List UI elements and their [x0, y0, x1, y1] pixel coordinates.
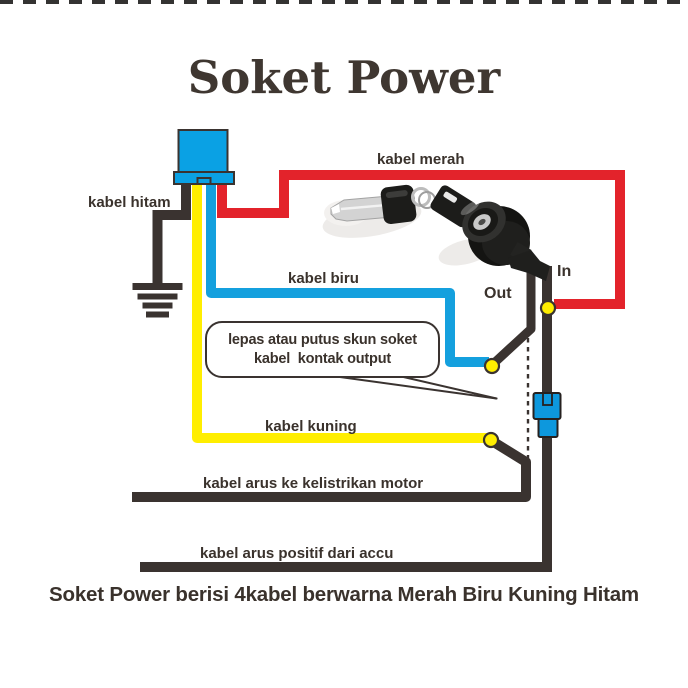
switch-in-wire-to-accu	[140, 266, 552, 572]
kabel-hitam-wire	[152, 182, 191, 284]
label-kabel-biru: kabel biru	[288, 270, 359, 287]
label-out: Out	[484, 285, 512, 302]
switch-terminal	[508, 241, 550, 281]
socket-body	[177, 129, 229, 174]
callout-tail	[339, 374, 498, 400]
label-accu-wire: kabel arus positif dari accu	[200, 545, 394, 562]
torn-top-edge	[0, 0, 688, 4]
motor-current-wire	[132, 436, 531, 502]
callout-line-1: lepas atau putus skun soket	[228, 331, 417, 348]
label-motor-wire: kabel arus ke kelistrikan motor	[203, 475, 424, 492]
ground-symbol	[132, 283, 183, 318]
junction-dot-merah-in	[539, 299, 557, 317]
barrel-glare	[460, 200, 480, 216]
key-blade	[330, 195, 393, 222]
inline-connector	[532, 392, 562, 438]
kabel-kuning-wire	[192, 182, 489, 443]
label-kabel-hitam: kabel hitam	[88, 194, 171, 211]
callout-bubble: lepas atau putus skun soket kabel kontak…	[205, 321, 440, 378]
junction-dot-kuning-motor	[482, 431, 500, 449]
kabel-biru-wire	[206, 182, 489, 367]
socket-latch-notch	[196, 177, 212, 185]
junction-dot-out-biru	[483, 357, 501, 375]
page-title: Soket Power	[187, 51, 501, 104]
key-head	[380, 184, 417, 225]
label-kabel-kuning: kabel kuning	[265, 418, 357, 435]
label-in: In	[557, 263, 572, 280]
kabel-merah-wire	[217, 170, 625, 309]
label-kabel-merah: kabel merah	[377, 151, 465, 168]
callout-line-2: kabel kontak output	[254, 350, 391, 367]
power-socket-connector	[173, 129, 235, 185]
switch-out-wire	[489, 268, 536, 368]
ignition-key-switch-photo	[322, 184, 550, 281]
bottom-caption: Soket Power berisi 4kabel berwarna Merah…	[49, 583, 639, 606]
